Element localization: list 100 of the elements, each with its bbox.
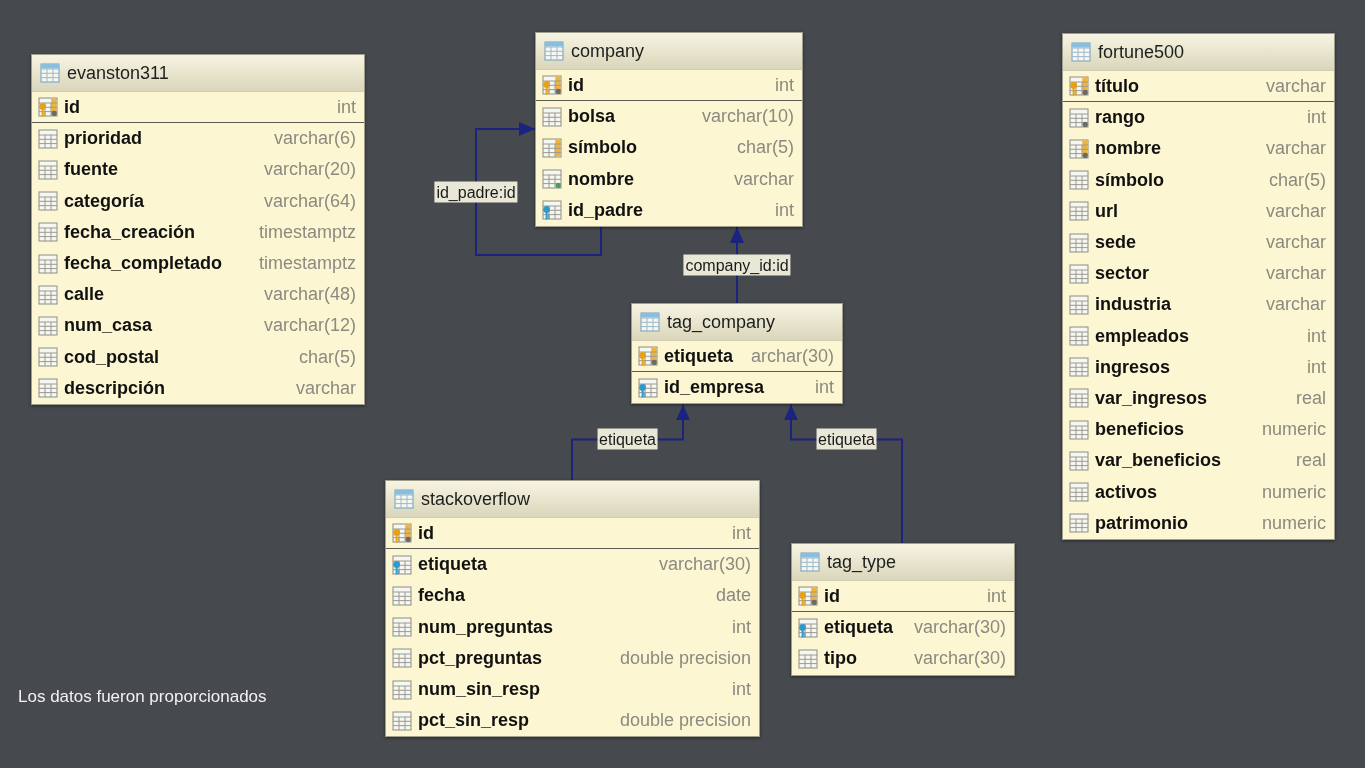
column-row <box>386 518 759 550</box>
column-type: varchar(12) <box>262 315 356 337</box>
column-name: fecha_completado <box>64 253 223 275</box>
column-row <box>792 581 1014 613</box>
table-name: evanston311 <box>67 62 169 84</box>
column-type: int <box>1306 107 1326 129</box>
column-name: url <box>1095 200 1118 222</box>
edge-label: etiqueta <box>816 428 877 450</box>
table-name: tag_type <box>827 551 897 573</box>
table-name: fortune500 <box>1098 41 1185 63</box>
column-type: char(5) <box>1268 169 1326 191</box>
column-type: int <box>731 679 751 701</box>
column-name: beneficios <box>1095 419 1185 441</box>
column-name: var_ingresos <box>1095 387 1208 409</box>
column-type: int <box>774 74 794 96</box>
column-name: activos <box>1095 481 1158 503</box>
column-name: categoría <box>64 190 145 212</box>
column-name: id_empresa <box>664 377 765 399</box>
column-name: ingresos <box>1095 356 1171 378</box>
column-type: varchar <box>294 377 356 399</box>
edge-label: etiqueta <box>597 428 658 450</box>
column-name: sede <box>1095 232 1137 254</box>
column-name: símbolo <box>568 137 637 159</box>
column-type: real <box>1295 387 1326 409</box>
column-name: calle <box>64 284 105 306</box>
column-type: numeric <box>1260 419 1326 441</box>
column-name: símbolo <box>1095 169 1164 191</box>
column-name: etiqueta <box>824 617 893 639</box>
column-type: varchar <box>1264 263 1326 285</box>
column-name: id <box>418 522 434 544</box>
column-name: pct_preguntas <box>418 647 543 669</box>
column-type: char(5) <box>736 137 794 159</box>
column-type: real <box>1295 450 1326 472</box>
column-type: int <box>814 377 834 399</box>
column-name: patrimonio <box>1095 512 1188 534</box>
column-name: id <box>64 96 80 118</box>
column-row <box>536 101 802 133</box>
column-row <box>32 372 364 404</box>
column-name: etiqueta <box>418 554 487 576</box>
column-type: numeric <box>1260 481 1326 503</box>
column-type: varchar <box>1264 75 1326 97</box>
column-row <box>536 194 802 226</box>
column-type: int <box>986 585 1006 607</box>
column-type: varchar <box>1264 232 1326 254</box>
column-type: numeric <box>1260 512 1326 534</box>
table-name: tag_company <box>667 311 776 333</box>
column-row <box>386 549 759 581</box>
column-row <box>1063 102 1334 134</box>
column-row <box>1063 507 1334 539</box>
column-name: nombre <box>568 168 634 190</box>
column-type: varchar(30) <box>912 648 1006 670</box>
column-type: int <box>1306 325 1326 347</box>
column-name: nombre <box>1095 138 1161 160</box>
column-type: archar(30) <box>749 345 834 367</box>
column-type: timestamptz <box>257 221 356 243</box>
database-table <box>385 480 760 738</box>
database-table <box>631 303 843 405</box>
column-type: varchar <box>732 168 794 190</box>
column-name: sector <box>1095 263 1150 285</box>
column-type: varchar(48) <box>262 284 356 306</box>
column-name: cod_postal <box>64 346 160 368</box>
column-name: prioridad <box>64 128 142 150</box>
column-name: industria <box>1095 294 1171 316</box>
relationship-arrow <box>475 122 602 256</box>
column-name: id <box>568 74 584 96</box>
column-row <box>792 612 1014 644</box>
database-table <box>791 543 1015 676</box>
column-name: fuente <box>64 159 118 181</box>
column-name: título <box>1095 75 1139 97</box>
column-name: tipo <box>824 648 857 670</box>
column-row <box>1063 71 1334 103</box>
column-type: timestamptz <box>257 253 356 275</box>
column-type: int <box>1306 356 1326 378</box>
column-type: date <box>714 585 751 607</box>
column-type: int <box>731 522 751 544</box>
column-name: id <box>824 585 840 607</box>
column-name: var_beneficios <box>1095 450 1222 472</box>
column-name: num_preguntas <box>418 616 554 638</box>
column-row <box>386 705 759 737</box>
database-table <box>535 32 803 227</box>
edge-label: id_padre:id <box>434 181 518 203</box>
column-type: int <box>774 199 794 221</box>
column-name: empleados <box>1095 325 1190 347</box>
column-name: fecha_creación <box>64 221 196 243</box>
column-name: fecha <box>418 585 466 607</box>
column-name: etiqueta <box>664 345 733 367</box>
database-table <box>1062 33 1335 540</box>
edge-label: company_id:id <box>683 254 791 276</box>
column-type: int <box>731 616 751 638</box>
column-type: double precision <box>618 647 751 669</box>
column-type: varchar <box>1264 200 1326 222</box>
column-type: varchar <box>1264 138 1326 160</box>
column-name: rango <box>1095 107 1145 129</box>
database-table <box>31 54 365 405</box>
column-row <box>32 123 364 155</box>
column-type: varchar(64) <box>262 190 356 212</box>
column-name: pct_sin_resp <box>418 710 530 732</box>
column-row <box>632 372 842 404</box>
column-name: id_padre <box>568 199 644 221</box>
column-name: num_sin_resp <box>418 679 541 701</box>
